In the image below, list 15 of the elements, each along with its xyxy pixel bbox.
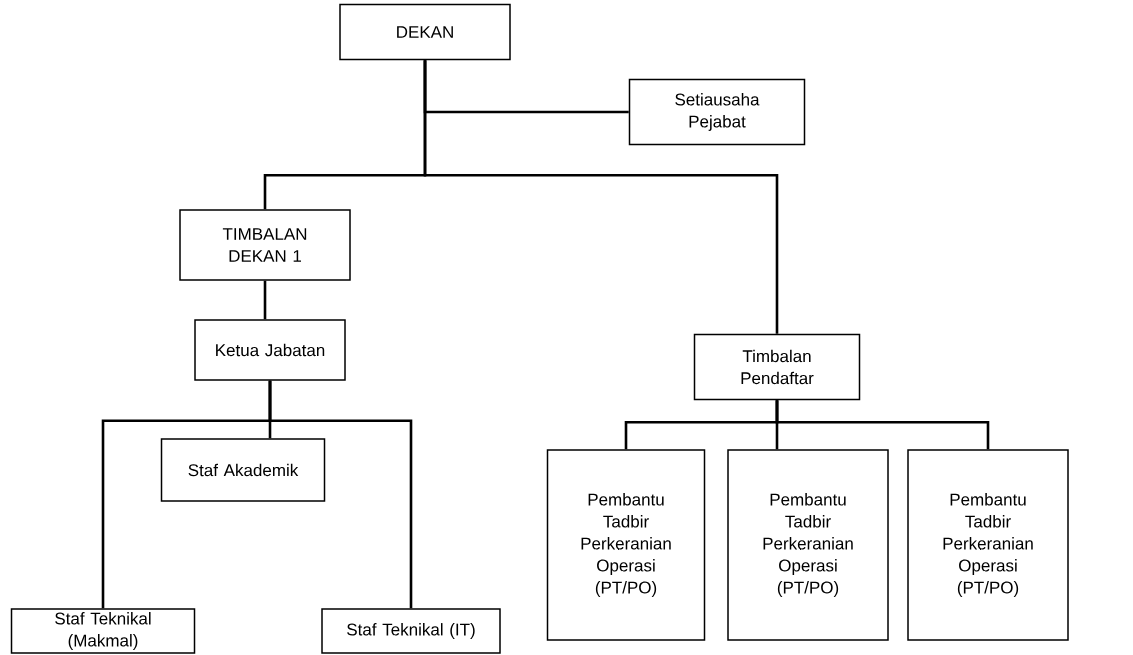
org-box: Staf Akademik bbox=[160, 438, 326, 502]
connector-line bbox=[268, 380, 413, 609]
org-box: Pembantu Tadbir Perkeranian Operasi (PT/PO) bbox=[546, 449, 706, 641]
org-box: Timbalan Pendaftar bbox=[693, 333, 861, 401]
org-box: Ketua Jabatan bbox=[194, 319, 346, 381]
connector-line bbox=[423, 60, 779, 334]
org-box: Setiausaha Pejabat bbox=[628, 78, 806, 146]
org-box: Pembantu Tadbir Perkeranian Operasi (PT/PO) bbox=[907, 449, 1069, 641]
org-box: DEKAN bbox=[339, 3, 511, 61]
org-box: Staf Teknikal (Makmal) bbox=[10, 608, 196, 654]
org-box: TIMBALAN DEKAN 1 bbox=[179, 209, 351, 281]
org-box: Staf Teknikal (IT) bbox=[321, 608, 501, 654]
connector-line bbox=[775, 400, 990, 450]
org-box: Pembantu Tadbir Perkeranian Operasi (PT/PO) bbox=[727, 449, 889, 641]
connector-line bbox=[263, 280, 267, 320]
